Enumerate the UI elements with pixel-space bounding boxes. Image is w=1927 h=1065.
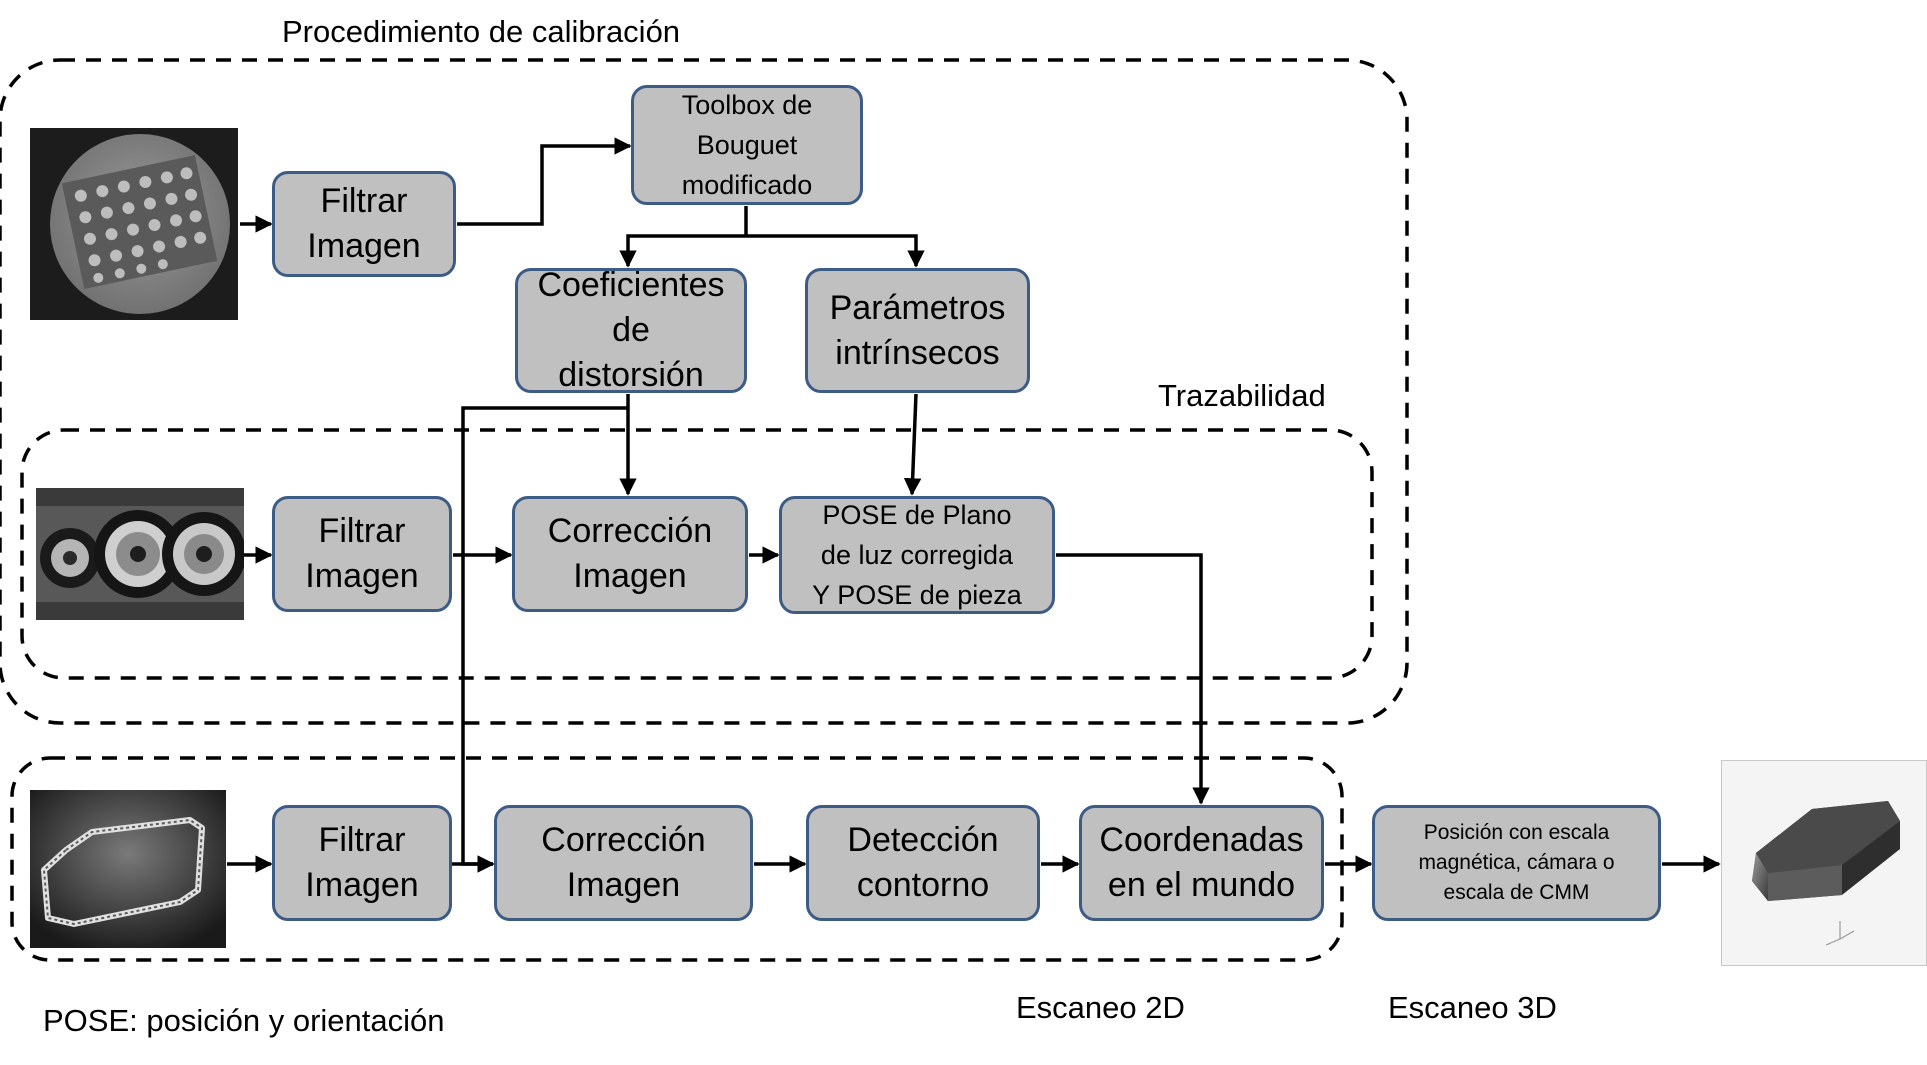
scan-2d-group-boundary (10, 756, 1344, 962)
contour-detection-box: Detección contorno (806, 805, 1040, 921)
pose-definition-note: POSE: posición y orientación (43, 1003, 445, 1038)
bouguet-toolbox-box: Toolbox de Bouguet modificado (631, 85, 863, 205)
calibration-group-label: Procedimiento de calibración (282, 14, 681, 49)
scan-3d-label: Escaneo 3D (1388, 990, 1557, 1025)
pose-light-plane-box: POSE de Plano de luz corregida Y POSE de… (779, 496, 1055, 614)
traceability-group-boundary (20, 428, 1374, 680)
traceability-filter-image-box: Filtrar Imagen (272, 496, 452, 612)
traceability-correction-image-box: Corrección Imagen (512, 496, 748, 612)
calibration-filter-image-box: Filtrar Imagen (272, 171, 456, 277)
world-coordinates-box: Coordenadas en el mundo (1079, 805, 1324, 921)
arrow-toolbox-to-intrinsics (746, 234, 925, 268)
calibration-group-boundary (0, 58, 1409, 725)
position-scale-box: Posición con escala magnética, cámara o … (1372, 805, 1661, 921)
scan-filter-image-box: Filtrar Imagen (272, 805, 452, 921)
arrow-toolbox-to-distortion (619, 234, 746, 268)
scan-correction-image-box: Corrección Imagen (494, 805, 753, 921)
3d-scan-model-render (1721, 760, 1927, 966)
arrow-distortion-to-scan-correction (461, 406, 628, 873)
intrinsic-parameters-box: Parámetros intrínsecos (805, 268, 1030, 393)
distortion-coefficients-box: Coeficientes de distorsión (515, 266, 747, 394)
arrow-pose-to-world (1056, 553, 1210, 805)
calibration-dot-grid-photo (30, 128, 238, 320)
rope-loop-part-photo (30, 790, 226, 948)
arrow-filter-to-toolbox (457, 137, 632, 226)
arrow-intrinsics-to-pose (903, 393, 922, 496)
scan-2d-label: Escaneo 2D (1016, 990, 1185, 1025)
traceability-group-label: Trazabilidad (1158, 378, 1326, 413)
pulleys-part-photo (36, 488, 244, 620)
